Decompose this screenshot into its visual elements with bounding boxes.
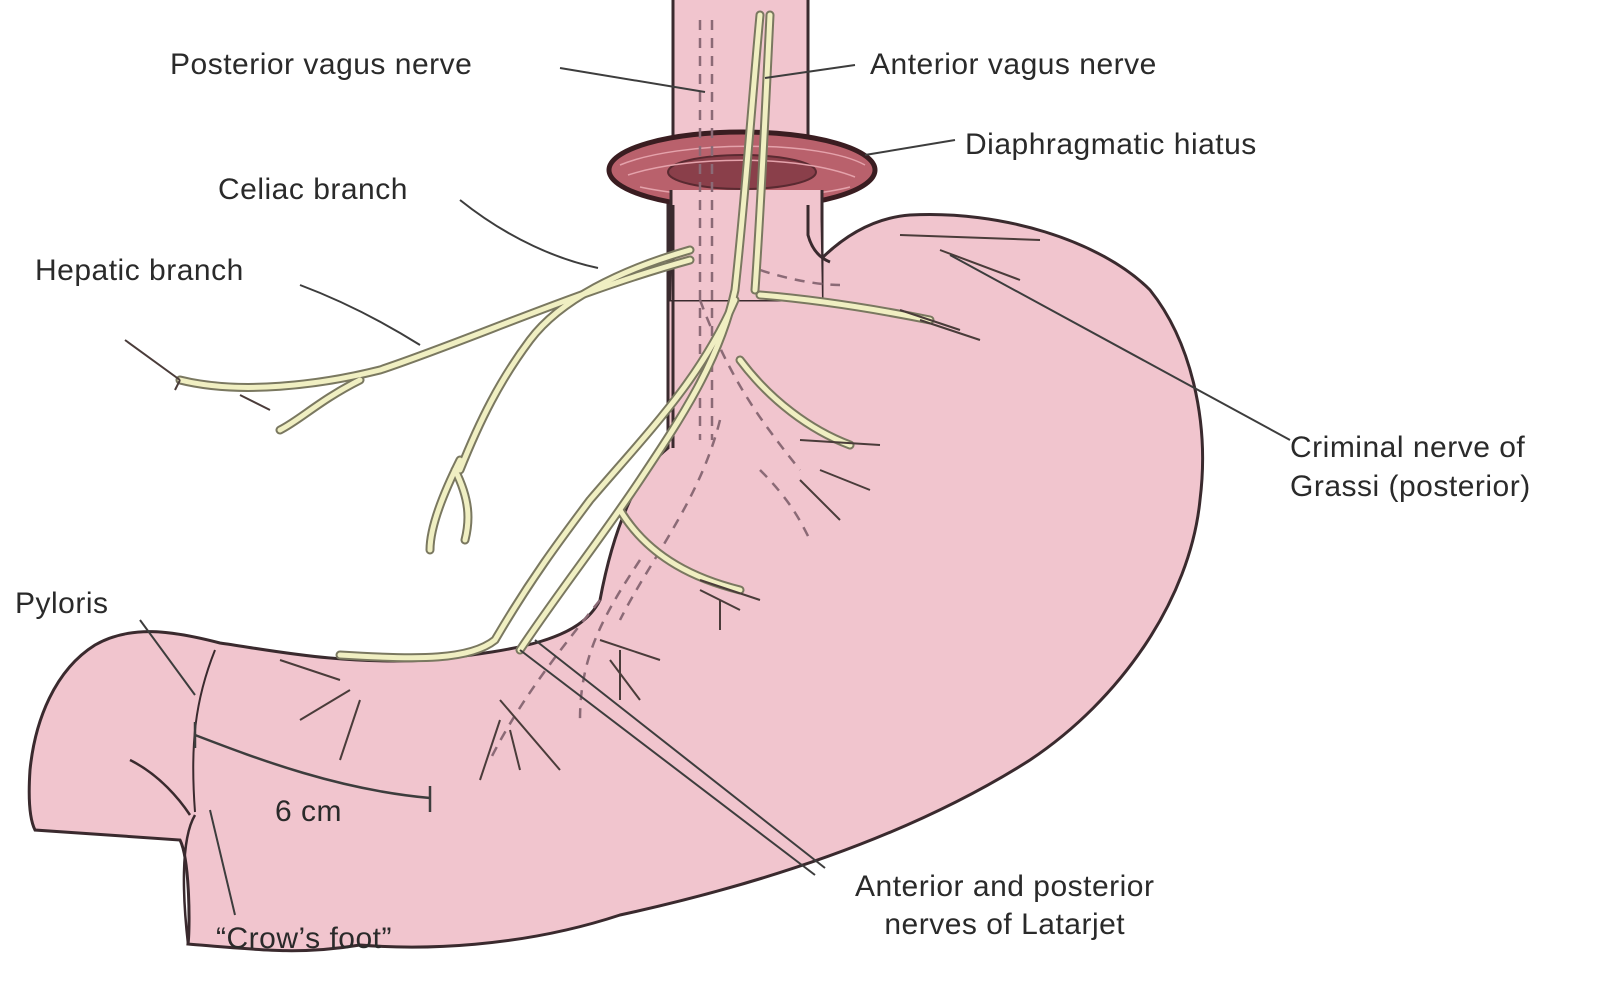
- label-criminal-nerve-of-grassi: Criminal nerve of Grassi (posterior): [1290, 428, 1531, 506]
- leader-hepatic-branch: [300, 285, 420, 345]
- label-hepatic-branch: Hepatic branch: [35, 254, 244, 289]
- label-celiac-branch: Celiac branch: [218, 173, 408, 208]
- label-pyloris: Pyloris: [15, 587, 109, 622]
- label-crows-foot: “Crow’s foot”: [216, 922, 392, 957]
- label-posterior-vagus-nerve: Posterior vagus nerve: [170, 48, 472, 83]
- latarjet-line-2: nerves of Latarjet: [855, 906, 1155, 944]
- leader-celiac-branch: [460, 200, 598, 268]
- criminal-nerve-line-2: Grassi (posterior): [1290, 467, 1531, 506]
- criminal-nerve-line-1: Criminal nerve of: [1290, 428, 1531, 467]
- leader-diaphragmatic-hiatus: [865, 140, 955, 155]
- label-six-cm: 6 cm: [275, 795, 342, 830]
- latarjet-line-1: Anterior and posterior: [855, 868, 1155, 906]
- label-anterior-vagus-nerve: Anterior vagus nerve: [870, 48, 1157, 83]
- label-diaphragmatic-hiatus: Diaphragmatic hiatus: [965, 128, 1257, 163]
- label-nerves-of-latarjet: Anterior and posterior nerves of Latarje…: [855, 868, 1155, 943]
